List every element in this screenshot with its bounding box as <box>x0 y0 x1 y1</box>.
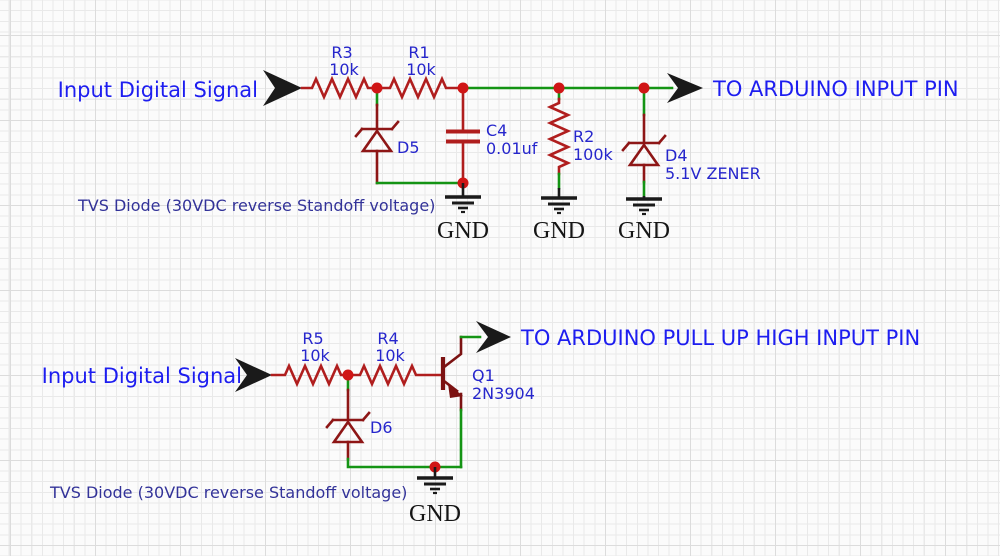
input-signal-label: Input Digital Signal <box>42 364 242 388</box>
tvs-note: TVS Diode (30VDC reverse Standoff voltag… <box>77 196 435 215</box>
junction-dot <box>371 82 383 94</box>
gnd-symbol <box>417 467 453 495</box>
gnd-symbol <box>626 196 662 216</box>
r2-ref: R2 <box>573 127 594 146</box>
junction-dot <box>342 369 354 381</box>
wire-bottom-ground-rail <box>346 457 463 469</box>
r1-value: 10k <box>406 60 436 79</box>
junction-dot <box>638 82 650 94</box>
d6-ref: D6 <box>370 418 393 437</box>
c4-ref: C4 <box>486 121 507 140</box>
output-pin-label: TO ARDUINO PULL UP HIGH INPUT PIN <box>520 326 920 350</box>
gnd-label: GND <box>437 218 489 244</box>
tvs-note: TVS Diode (30VDC reverse Standoff voltag… <box>49 483 407 502</box>
output-signal-arrow-icon <box>476 321 511 353</box>
bottom-circuit: Input Digital Signal TO ARDUINO PULL UP … <box>42 321 920 527</box>
output-pin-label: TO ARDUINO INPUT PIN <box>712 77 959 101</box>
resistor-r4 <box>346 362 445 388</box>
gnd-symbol <box>445 183 481 214</box>
resistor-r2 <box>546 97 572 176</box>
resistor-r5 <box>270 362 350 388</box>
input-signal-label: Input Digital Signal <box>58 78 258 102</box>
r4-value: 10k <box>375 346 405 365</box>
resistor-r1 <box>375 75 465 101</box>
junction-dot <box>553 82 565 94</box>
d4-value: 5.1V ZENER <box>665 164 761 183</box>
diode-d6 <box>325 388 371 461</box>
transistor-q1 <box>440 335 463 412</box>
gnd-label: GND <box>533 218 585 244</box>
r5-ref: R5 <box>302 329 323 348</box>
capacitor-c4 <box>446 86 480 181</box>
input-signal-arrow-icon <box>235 358 272 392</box>
resistor-r3 <box>300 75 379 101</box>
input-signal-arrow-icon <box>263 70 302 106</box>
r3-ref: R3 <box>331 43 352 62</box>
diode-d5 <box>354 103 400 185</box>
d4-ref: D4 <box>665 146 688 165</box>
r5-value: 10k <box>300 346 330 365</box>
diode-d4 <box>621 113 667 184</box>
top-circuit: Input Digital Signal TO ARDUINO INPUT PI… <box>58 43 959 244</box>
r1-ref: R1 <box>408 43 429 62</box>
junction-dot <box>457 82 469 94</box>
q1-value: 2N3904 <box>472 384 535 403</box>
c4-value: 0.01uf <box>486 139 538 158</box>
q1-ref: Q1 <box>472 366 495 385</box>
gnd-label: GND <box>409 501 461 527</box>
r2-value: 100k <box>573 145 614 164</box>
r3-value: 10k <box>329 60 359 79</box>
output-signal-arrow-icon <box>667 73 703 103</box>
d5-ref: D5 <box>397 138 420 157</box>
r4-ref: R4 <box>377 329 398 348</box>
gnd-label: GND <box>618 218 670 244</box>
gnd-symbol <box>541 188 577 215</box>
